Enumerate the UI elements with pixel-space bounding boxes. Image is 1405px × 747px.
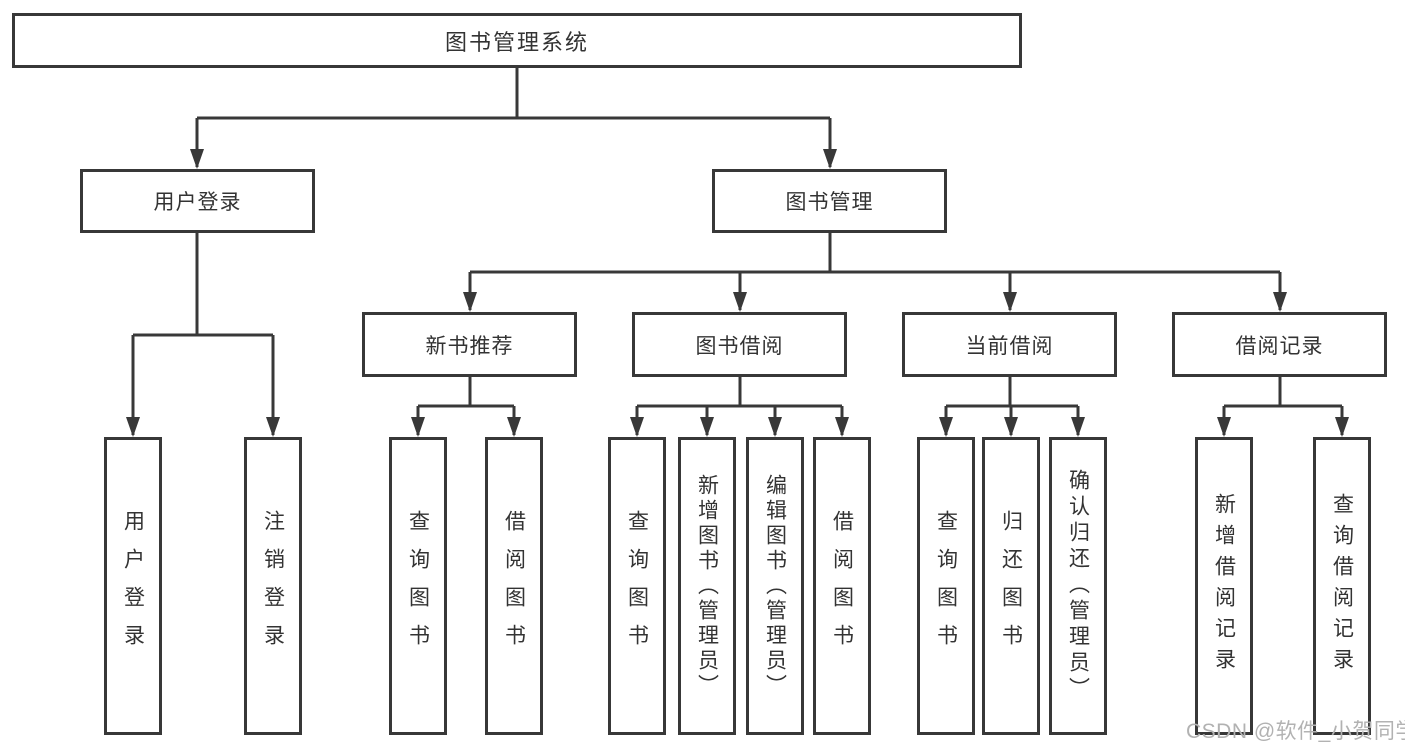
leaf-query-borrow-record: 查询借阅记录 [1313,437,1371,735]
leaf-user-login: 用户登录 [104,437,162,735]
leaf-query-books-current: 查询图书 [917,437,975,735]
leaf-add-borrow-record-label: 新增借阅记录 [1212,493,1236,679]
node-user-login: 用户登录 [80,169,315,233]
arrowheads [126,149,1349,437]
node-book-management: 图书管理 [712,169,947,233]
leaf-add-book-admin-label: 新增图书（管理员） [695,473,719,699]
leaf-borrow-books-recommend-label: 借阅图书 [502,510,526,662]
node-book-management-label: 图书管理 [785,191,874,214]
leaf-borrow-books-borrowing-label: 借阅图书 [830,510,854,662]
node-borrowing-records: 借阅记录 [1172,312,1387,377]
leaf-borrow-books-recommend: 借阅图书 [485,437,543,735]
node-book-borrowing: 图书借阅 [632,312,847,377]
leaf-return-book: 归还图书 [982,437,1040,735]
node-root: 图书管理系统 [12,13,1022,68]
leaf-query-borrow-record-label: 查询借阅记录 [1330,493,1354,679]
node-current-borrowing: 当前借阅 [902,312,1117,377]
leaf-query-books-borrowing: 查询图书 [608,437,666,735]
node-new-book-recommend: 新书推荐 [362,312,577,377]
leaf-borrow-books-borrowing: 借阅图书 [813,437,871,735]
leaf-add-borrow-record: 新增借阅记录 [1195,437,1253,735]
leaf-confirm-return-admin-label: 确认归还（管理员） [1066,469,1090,703]
node-new-book-recommend-label: 新书推荐 [425,334,514,358]
node-user-login-label: 用户登录 [153,191,242,214]
leaf-confirm-return-admin: 确认归还（管理员） [1049,437,1107,735]
node-current-borrowing-label: 当前借阅 [965,334,1054,358]
leaf-user-login-label: 用户登录 [121,510,145,662]
csdn-watermark: CSDN @软件_小贺同学 [1186,720,1405,743]
leaf-add-book-admin: 新增图书（管理员） [678,437,736,735]
leaf-edit-book-admin: 编辑图书（管理员） [746,437,804,735]
leaf-logout-label: 注销登录 [261,510,285,662]
leaf-edit-book-admin-label: 编辑图书（管理员） [763,473,787,699]
leaf-logout: 注销登录 [244,437,302,735]
leaf-query-books-recommend-label: 查询图书 [406,510,430,662]
leaf-query-books-current-label: 查询图书 [934,510,958,662]
node-book-borrowing-label: 图书借阅 [695,334,784,358]
leaf-query-books-borrowing-label: 查询图书 [625,510,649,662]
node-borrowing-records-label: 借阅记录 [1235,334,1324,358]
leaf-return-book-label: 归还图书 [999,510,1023,662]
leaf-query-books-recommend: 查询图书 [389,437,447,735]
node-root-label: 图书管理系统 [444,29,589,55]
